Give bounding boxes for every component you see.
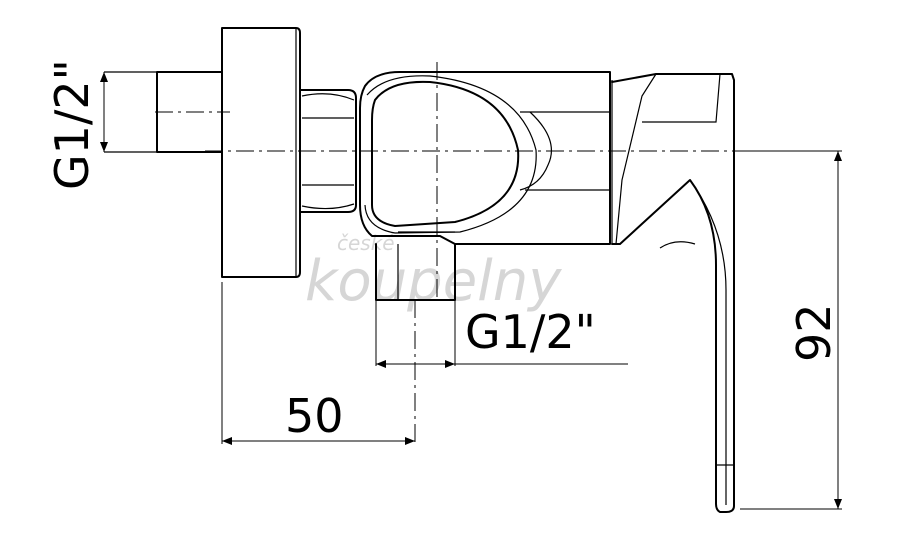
mixer-body (359, 71, 613, 245)
height-label: 92 (787, 303, 841, 362)
outlet-thread-label: G1/2" (465, 305, 596, 359)
watermark-large: koupelny (305, 249, 562, 314)
hex-nut (299, 89, 357, 213)
lever-handle (611, 73, 735, 513)
wall-flange (221, 27, 301, 278)
height-dimension (740, 150, 842, 510)
outlet-thread-dimension (375, 300, 628, 368)
width-dimension (221, 282, 415, 445)
width-label: 50 (285, 389, 344, 443)
inlet-thread-dimension (100, 72, 108, 152)
centerlines (155, 62, 750, 444)
inlet-thread-label: G1/2" (45, 59, 99, 190)
